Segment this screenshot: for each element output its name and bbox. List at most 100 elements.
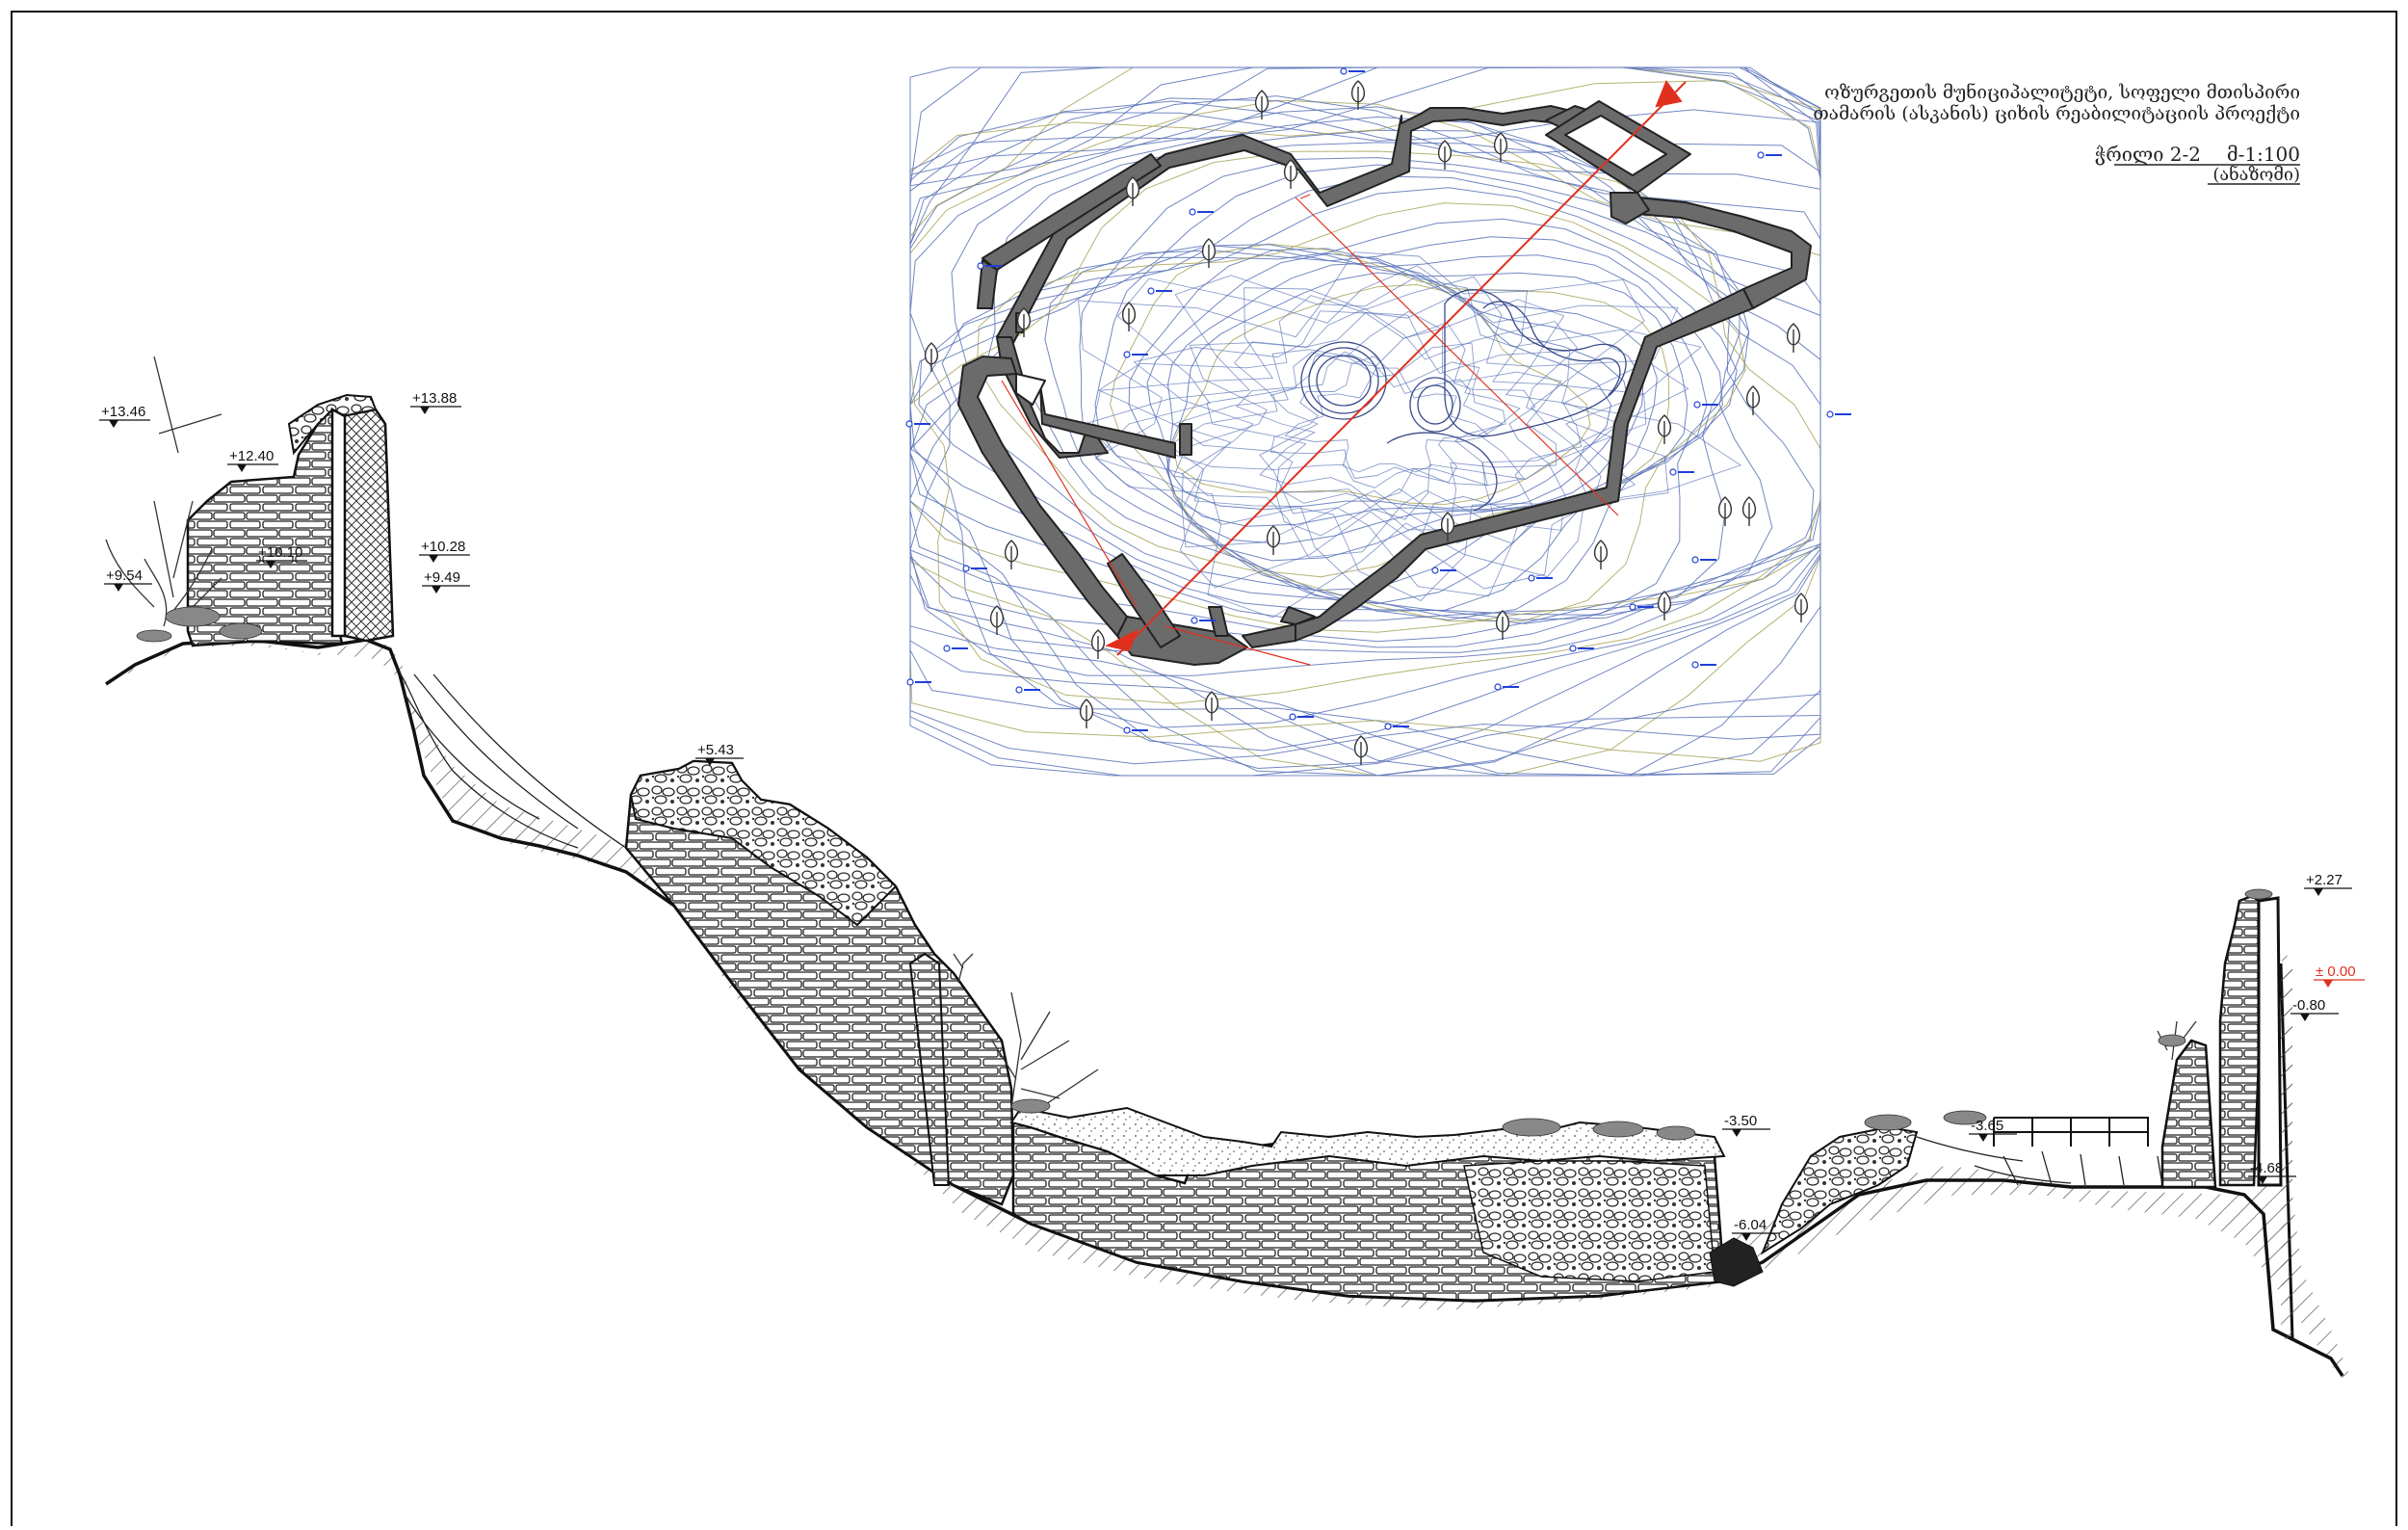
tree-icon <box>989 605 1005 635</box>
tree-icon <box>1204 691 1219 721</box>
tree-icon <box>1793 593 1809 622</box>
survey-point-marker <box>943 645 951 652</box>
elevation-marker: +9.54 <box>104 567 152 592</box>
survey-point-marker <box>1123 726 1131 734</box>
elevation-label: +10.10 <box>258 544 302 561</box>
contour-line-inner <box>1284 367 1490 473</box>
elevation-marker: +9.49 <box>422 569 470 594</box>
survey-point-marker <box>1691 556 1699 564</box>
elevation-marker: -3.50 <box>1722 1113 1770 1137</box>
elevation-marker: ± 0.00 <box>2314 963 2365 988</box>
elevation-marker: +10.28 <box>419 539 470 563</box>
lower-wall-top <box>1009 1106 1726 1176</box>
cross-section: +13.46 +13.88 +12.40 +10.10 +10.28 +9.54 +9.49… <box>99 356 2365 1378</box>
elevation-triangle <box>109 420 118 428</box>
contour-line-inner <box>1236 342 1526 503</box>
elevation-label: +13.88 <box>412 390 457 407</box>
tree-icon <box>1437 140 1453 170</box>
elevation-marker: +13.88 <box>410 390 461 414</box>
contour-line <box>976 202 1746 621</box>
tree-icon <box>1657 591 1672 620</box>
survey-point-marker <box>1826 410 1834 418</box>
tree-icon <box>1353 735 1369 765</box>
lower-wall-dark-base <box>1709 1237 1764 1287</box>
survey-points <box>905 67 1851 734</box>
elevation-label: +10.28 <box>421 539 465 555</box>
elevation-label: +5.43 <box>697 742 734 758</box>
right-tower-wall <box>2218 894 2261 1187</box>
survey-point-marker <box>905 420 913 428</box>
elevation-triangle <box>2323 980 2333 988</box>
elevation-marker: -6.04 <box>1732 1217 1780 1241</box>
tree-icon <box>1090 629 1106 659</box>
survey-point-marker <box>977 262 984 270</box>
survey-point-marker <box>1494 683 1502 691</box>
elevation-marker: -0.80 <box>2290 997 2339 1021</box>
contour-line <box>909 106 1821 676</box>
tree-icon <box>1495 610 1510 640</box>
contour-line-inner <box>1206 322 1550 520</box>
elevation-triangle <box>2300 1014 2310 1021</box>
section-line-2-2 <box>1001 79 1687 666</box>
elevation-triangle <box>1978 1134 1988 1142</box>
tree-icon <box>1283 159 1298 189</box>
elevation-triangle <box>420 407 430 414</box>
tree-icon <box>1254 90 1269 119</box>
tree-icon <box>1745 385 1761 415</box>
tree-icon <box>1657 414 1672 444</box>
tree-icon <box>1593 540 1609 569</box>
right-fence <box>1993 1117 2149 1147</box>
contour-line-inner <box>1270 356 1504 484</box>
tree-icon <box>1079 699 1094 728</box>
rock-outcrops <box>1300 289 1627 512</box>
elevation-markers: +13.46 +13.88 +12.40 +10.10 +10.28 +9.54 +9.49… <box>99 390 2365 1241</box>
tree-icon <box>1786 323 1801 353</box>
contour-line-inner <box>1092 276 1689 601</box>
elevation-triangle <box>266 561 275 568</box>
left-slope-scree <box>394 664 627 849</box>
elevation-label: -3.50 <box>1724 1113 1757 1129</box>
survey-point-marker <box>1693 401 1701 409</box>
title-line-1: ოზურგეთის მუნიციპალიტეტი, სოფელი მთისპირ… <box>1824 82 2300 103</box>
left-tower-top <box>287 393 378 456</box>
contour-line-inner <box>1078 251 1742 619</box>
survey-point-marker <box>1528 574 1535 582</box>
middle-wall-rubble <box>629 759 898 927</box>
tree-icon <box>1741 496 1757 526</box>
tree-icon <box>1350 80 1366 110</box>
subtitle: (ანაზომი) <box>2212 164 2300 185</box>
contour-line <box>1094 244 1688 592</box>
survey-point-marker <box>1289 713 1296 721</box>
survey-point-marker <box>1189 208 1196 216</box>
survey-point-marker <box>1431 567 1439 574</box>
elevation-triangle <box>1741 1233 1751 1241</box>
elevation-marker: +5.43 <box>695 742 744 766</box>
elevation-triangle <box>429 555 438 563</box>
tree-symbols <box>924 80 1809 765</box>
elevation-marker: -3.65 <box>1969 1118 2017 1142</box>
elevation-label: -6.04 <box>1734 1217 1767 1233</box>
right-tower-face <box>2257 896 2283 1187</box>
elevation-marker: +13.46 <box>99 404 150 428</box>
elevation-triangle <box>2258 1176 2267 1184</box>
elevation-label: -0.80 <box>2292 997 2325 1014</box>
elevation-marker: +10.10 <box>256 544 307 568</box>
sheet-border <box>11 11 2397 1530</box>
tree-icon <box>1004 540 1019 569</box>
survey-point-marker <box>1569 645 1577 652</box>
contour-line <box>909 99 1821 704</box>
survey-point-marker <box>1691 661 1699 669</box>
elevation-label: -4.68 <box>2250 1160 2283 1176</box>
section-label: ჭრილი 2-2 <box>2095 143 2201 166</box>
middle-wall-face <box>908 952 951 1186</box>
survey-point-marker <box>1123 351 1131 358</box>
contour-line-inner <box>1259 351 1506 488</box>
contour-line-inner <box>1094 265 1679 590</box>
elevation-label: ± 0.00 <box>2316 963 2356 980</box>
contour-line <box>1167 272 1612 511</box>
right-rubble-mound <box>1760 1125 1919 1255</box>
elevation-label: +12.40 <box>229 448 274 464</box>
vegetation <box>105 356 2197 1109</box>
left-tower-infill <box>340 408 395 643</box>
